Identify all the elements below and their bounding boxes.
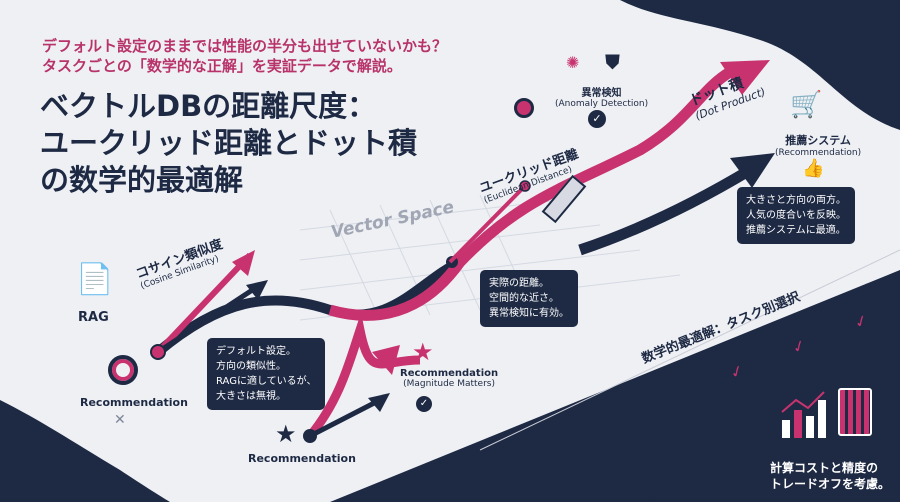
recsys-en: (Recommendation) <box>775 148 862 158</box>
bubble-line: デフォルト設定。 <box>216 346 296 357</box>
virus-icon: ✺ <box>566 53 580 72</box>
bubble-line: 実際の距離。 <box>489 278 549 289</box>
corner-shape-bottom-left <box>0 400 170 502</box>
check-circle-icon: ✓ <box>588 110 606 128</box>
recommendation-mag: Recommendation <box>400 368 499 379</box>
dot-product-vector-b <box>578 165 753 256</box>
recommendation-left-label: Recommendation <box>80 396 188 409</box>
anomaly-en: (Anomaly Detection) <box>555 99 649 109</box>
rag-label: RAG <box>78 310 109 325</box>
target-icon <box>108 355 138 385</box>
bubble-line: 大きさは無視。 <box>216 391 286 402</box>
orbit-icon <box>514 98 534 118</box>
node <box>303 429 317 443</box>
grid <box>299 194 681 321</box>
bubble-line: 人気の度合いを反映。 <box>746 210 846 221</box>
recommendation-vector <box>308 397 382 439</box>
arrow-head <box>368 393 390 412</box>
cosine-bubble: デフォルト設定。 方向の類似性。 RAGに適しているが、 大きさは無視。 <box>207 338 326 410</box>
check-circle-icon: ✓ <box>416 396 432 412</box>
dot-product-vector <box>328 67 733 321</box>
subtitle-line: タスクごとの「数学的な正解」を実証データで解説。 <box>42 57 402 75</box>
arrow-head <box>232 250 255 276</box>
star-icon: ★ <box>275 420 297 448</box>
euclid-line <box>448 186 525 264</box>
dot-bubble: 大きさと方向の両方。 人気の度合いを反映。 推薦システムに最適。 <box>737 187 855 244</box>
node <box>519 180 531 192</box>
recsys-label: 推薦システム (Recommendation) <box>775 132 861 158</box>
subtitle: デフォルト設定のままでは性能の半分も出せていないかも？ タスクごとの「数学的な正… <box>42 36 447 76</box>
bubble-line: 空間的な近さ。 <box>489 293 559 304</box>
calculator-icon <box>838 388 872 436</box>
title-line: ユークリッド距離とドット積 <box>40 126 418 160</box>
anomaly-label: 異常検知 (Anomaly Detection) <box>555 84 648 109</box>
arrow-head <box>246 280 268 300</box>
subtitle-line: デフォルト設定のままでは性能の半分も出せていないかも？ <box>42 37 448 55</box>
title-line: の数学的最適解 <box>40 163 244 197</box>
star-icon: ★ <box>412 338 434 366</box>
document-search-icon: 📄 <box>76 262 114 297</box>
cart-icon: 🛒 <box>790 90 823 120</box>
thumbs-up-icon: 👍 <box>802 158 825 179</box>
bubble-line: 大きさと方向の両方。 <box>746 195 846 206</box>
recommendation-mag-sub: (Magnitude Matters) <box>403 379 495 389</box>
euclid-bubble: 実際の距離。 空間的な近さ。 異常検知に有効。 <box>480 270 578 327</box>
recommendation-bottom-label: Recommendation <box>248 452 356 465</box>
cosine-vector-b <box>156 282 262 355</box>
anomaly-ja: 異常検知 <box>581 88 622 99</box>
arrow-head <box>720 60 770 95</box>
bar-chart-icon <box>781 391 826 438</box>
recommendation-mag-label: Recommendation (Magnitude Matters) <box>400 368 498 389</box>
shield-icon: ⛊ <box>605 50 620 74</box>
recsys-ja: 推薦システム <box>785 134 851 147</box>
cost-note-line: トレードオフを考慮。 <box>770 477 891 491</box>
title-line: ベクトルDBの距離尺度： <box>40 89 377 123</box>
bubble-line: 異常検知に有効。 <box>489 308 569 319</box>
arrow-head <box>730 153 775 188</box>
bubble-line: 推薦システムに最適。 <box>746 225 846 236</box>
origin-node <box>150 344 166 360</box>
cost-note: 計算コストと精度の トレードオフを考慮。 <box>770 460 890 492</box>
page-title: ベクトルDBの距離尺度： ユークリッド距離とドット積 の数学的最適解 <box>40 88 417 199</box>
bubble-line: 方向の類似性。 <box>216 361 286 372</box>
arrow-head <box>372 345 400 375</box>
cross-icon: ✕ <box>114 412 126 428</box>
corner-shape-top <box>620 0 900 130</box>
bubble-line: RAGに適しているが、 <box>216 376 317 387</box>
cost-note-line: 計算コストと精度の <box>770 461 879 475</box>
divider-line <box>479 249 900 451</box>
cosine-vector-a <box>155 252 253 355</box>
